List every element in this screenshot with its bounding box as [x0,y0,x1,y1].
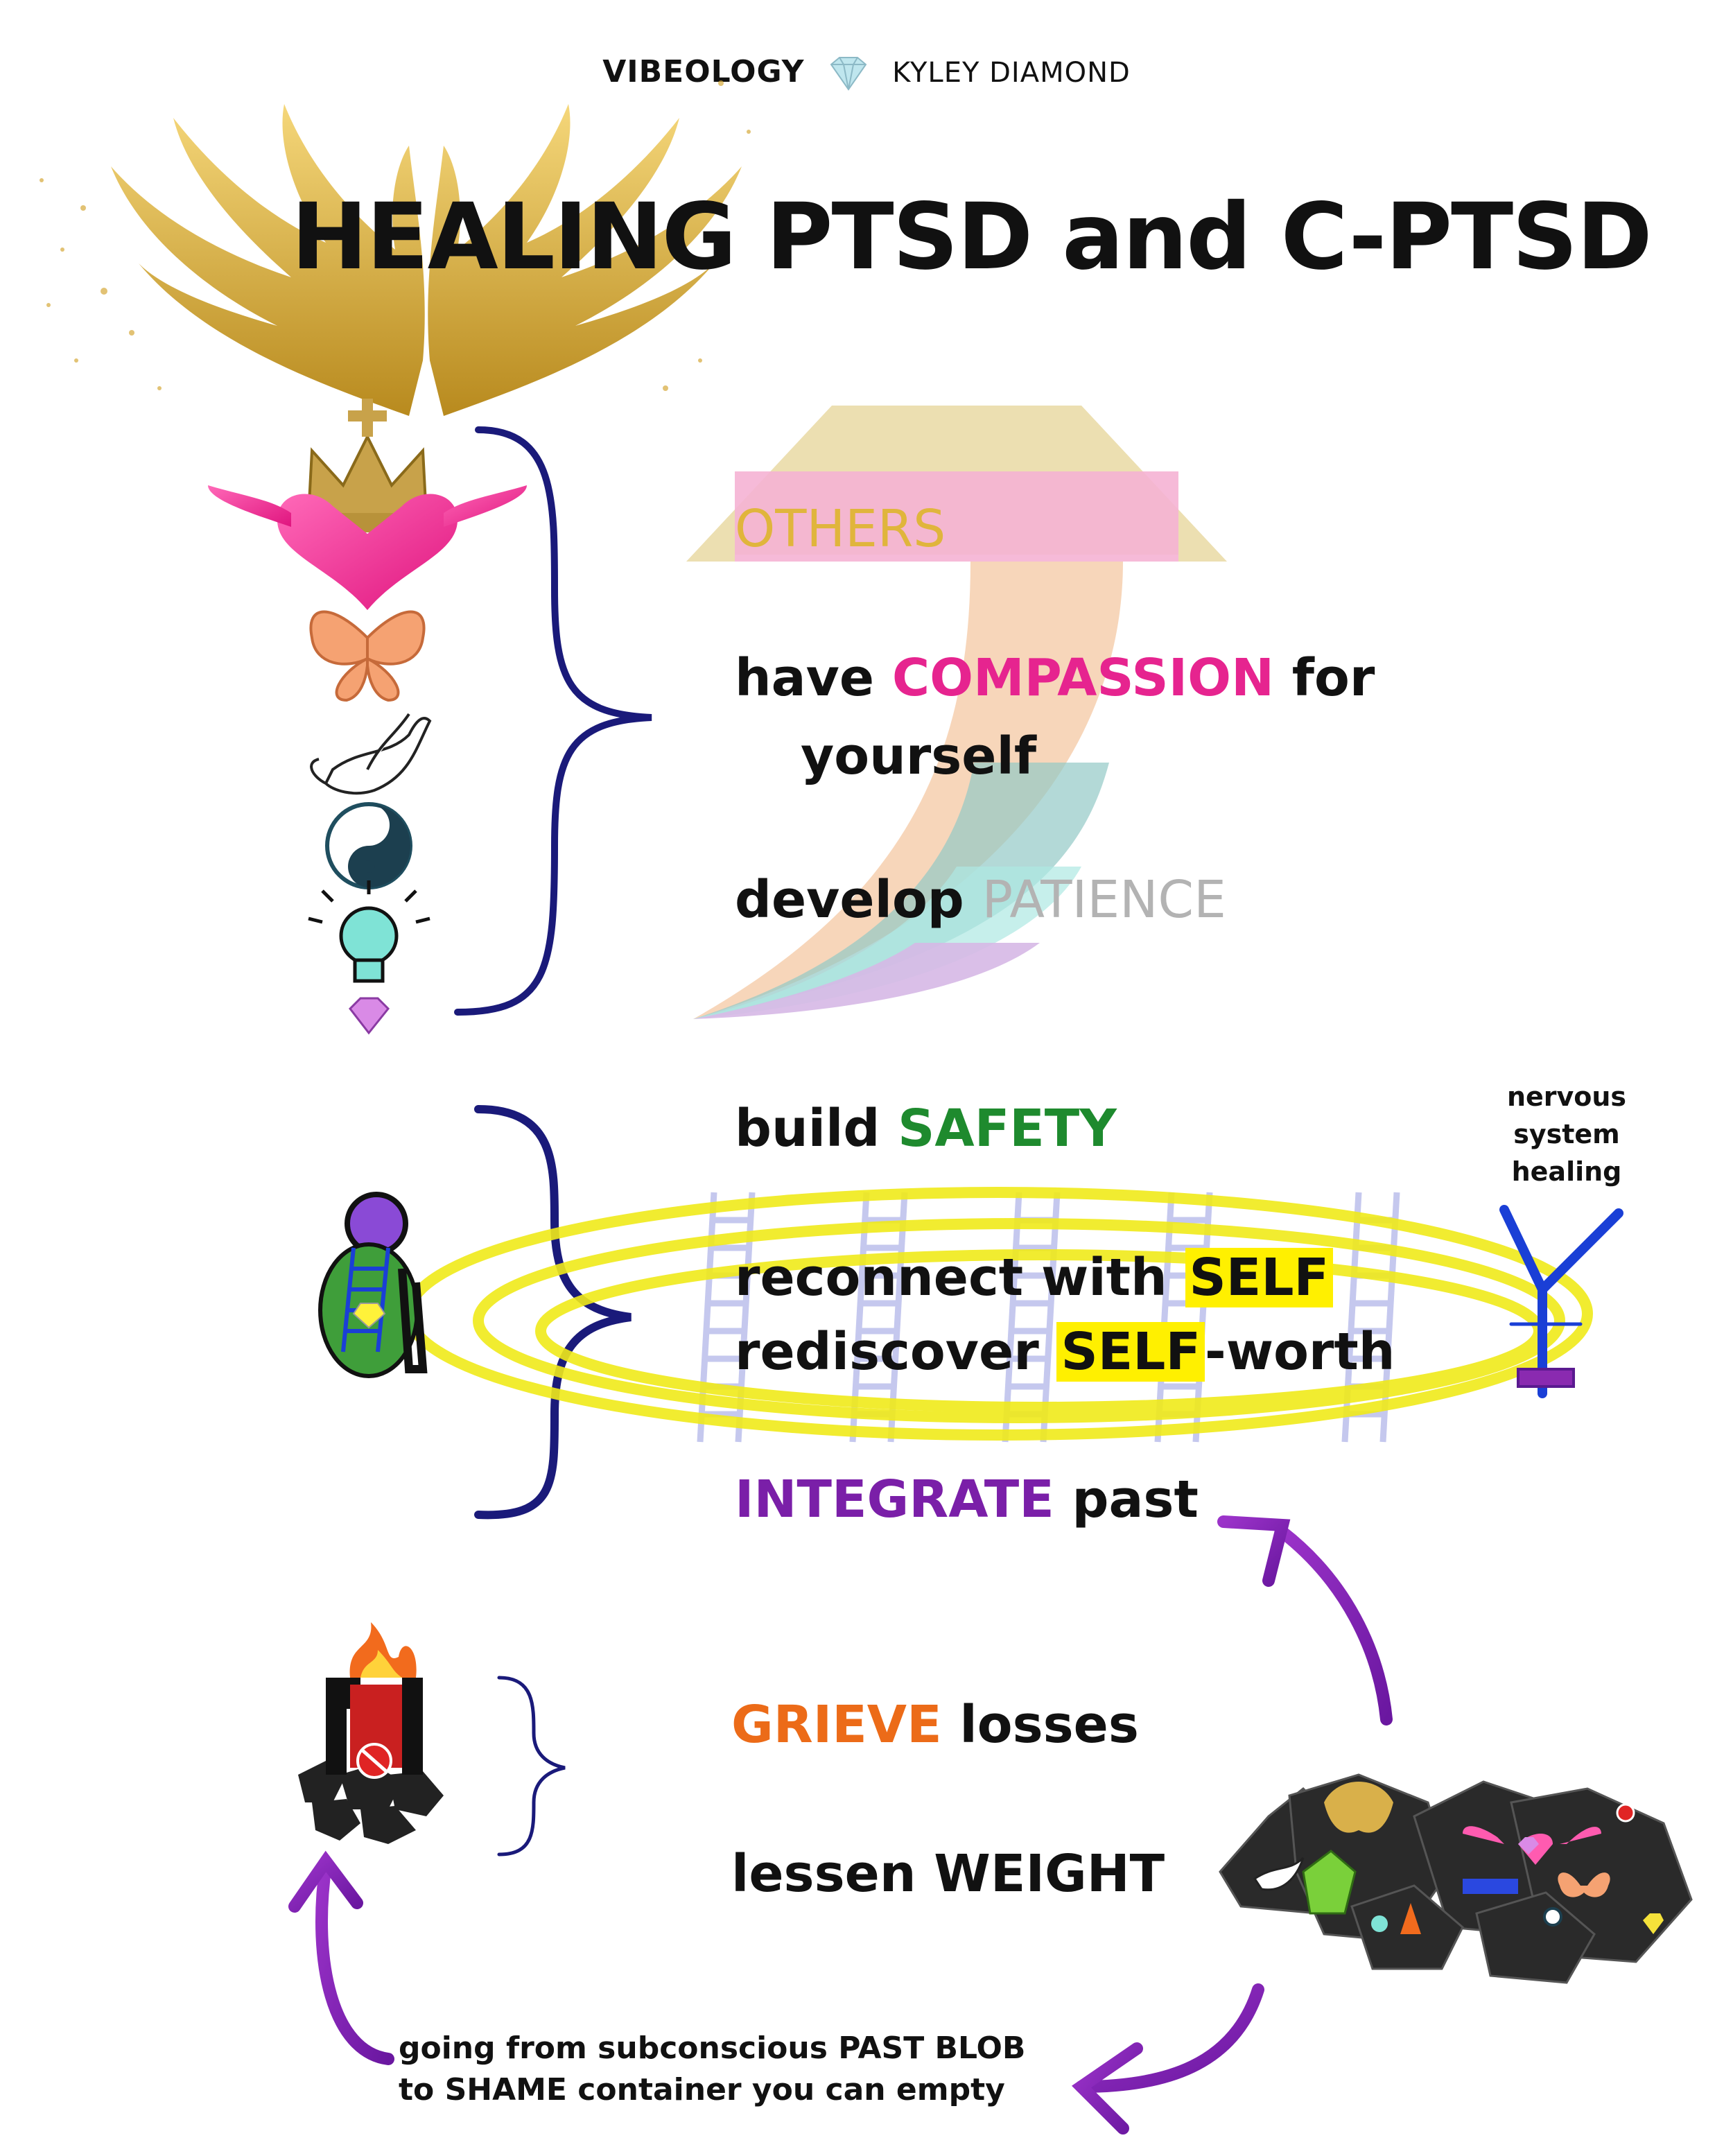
rediscover-line: rediscover SELF-worth [735,1322,1395,1382]
rediscover-keyword: SELF [1056,1322,1205,1382]
brand-header: VIBEOLOGY KYLEY DIAMOND [0,54,1733,91]
caption-text: going from subconscious PAST BLOB to SHA… [399,2028,1025,2111]
grieve-keyword: GRIEVE [731,1695,942,1755]
lightbulb-icon [308,880,430,983]
compassion-pre: have [735,648,892,708]
safety-keyword: SAFETY [898,1099,1117,1158]
reconnect-keyword: SELF [1185,1248,1334,1307]
compassion-post: for [1274,648,1375,708]
safety-pre: build [735,1099,898,1158]
author-name: KYLEY DIAMOND [892,57,1131,89]
lower-brace-icon [497,1676,566,1857]
upper-brace-icon [454,426,652,1016]
highlighter-loop-icon [403,1187,1593,1441]
reconnect-pre: reconnect with [735,1248,1185,1307]
others-label: OTHERS [735,499,946,559]
gold-wings-icon [111,104,742,416]
burning-container-icon [298,1622,444,1844]
caption-line2: to SHAME container you can empty [399,2072,1005,2107]
safety-line: build SAFETY [735,1099,1117,1158]
middle-brace-icon [474,1105,632,1520]
grieve-line: GRIEVE losses [731,1695,1139,1755]
nervous-system-label: nervous system healing [1504,1078,1629,1190]
compassion-keyword: COMPASSION [891,648,1275,708]
grieve-post: losses [941,1695,1139,1755]
curved-arrow-icon [686,406,1227,1019]
butterfly-icon [309,610,426,702]
nervous-system-icon [1499,1205,1623,1398]
brand-name: VIBEOLOGY [602,54,805,89]
patience-line: develop PATIENCE [735,870,1226,930]
rock-pile-icon [1219,1773,1693,1984]
rediscover-pre: rediscover [735,1322,1057,1382]
compassion-line: have COMPASSION for [735,648,1375,708]
reconnect-line: reconnect with SELF [735,1248,1334,1307]
caption-line1: going from subconscious PAST BLOB [399,2031,1026,2066]
nervous-label-line1: nervous [1506,1081,1627,1112]
diamond-icon [349,997,390,1035]
nervous-label-line3: healing [1511,1156,1622,1187]
integrate-keyword: INTEGRATE [735,1470,1054,1529]
curved-arrow-icon [288,1515,1393,2135]
nervous-label-line2: system [1513,1119,1620,1149]
patience-pre: develop [735,870,982,930]
integrate-line: INTEGRATE past [735,1470,1199,1529]
gold-glitter-icon [40,80,751,391]
page-title: HEALING PTSD and C-PTSD [291,184,1653,290]
diamond-logo-icon [830,57,867,91]
person-icon [318,1192,428,1378]
yin-yang-icon [325,802,412,889]
winged-heart-icon [208,485,527,610]
integrate-post: past [1054,1470,1199,1529]
rediscover-post: -worth [1205,1322,1395,1382]
weight-line: lessen WEIGHT [731,1844,1165,1904]
compassion-line2: yourself [801,727,1037,786]
dove-icon [310,713,432,795]
patience-keyword: PATIENCE [982,870,1226,930]
